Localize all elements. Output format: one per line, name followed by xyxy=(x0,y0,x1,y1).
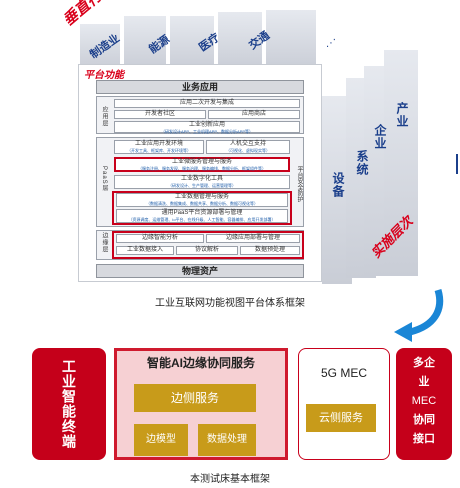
industrial-app-sub: （研发设计APP、工业机理APP、数据分析APP等） xyxy=(160,129,253,134)
cloud-service-box[interactable]: 云侧服务 xyxy=(306,404,376,432)
mec-title: 5G MEC xyxy=(320,366,367,380)
micro-mgmt-title: 工业微服务管理与服务 xyxy=(171,159,232,165)
level-device: 设备 xyxy=(331,172,345,198)
platform-functions-label: 平台功能 xyxy=(84,70,124,81)
edge-service-box[interactable]: 边侧服务 xyxy=(134,384,256,412)
micro-mgmt-sub: （服务注册、服务发现、服务治理、服务编排、数据分析、框架组件等） xyxy=(138,166,266,171)
hci-title: 人机交互支持 xyxy=(229,141,266,147)
dev-community: 开发者社区 xyxy=(114,110,206,119)
collab-title: 智能AI边缘协同服务 xyxy=(146,356,255,370)
multi-enterprise-line-2: 业 xyxy=(418,376,430,388)
micro-mgmt: 工业微服务管理与服务 （服务注册、服务发现、服务治理、服务编排、数据分析、框架组… xyxy=(114,157,290,172)
industrial-app: 工业创新应用 （研发设计APP、工业机理APP、数据分析APP等） xyxy=(114,121,300,134)
app-layer-label: 应用层 xyxy=(101,106,107,127)
multi-enterprise-line-5: 接口 xyxy=(413,433,435,445)
data-tools-sub: （研发设计、生产管理、运营管理等） xyxy=(168,183,236,188)
paas-layer-label: PaaS层 xyxy=(101,166,107,192)
data-processing-box[interactable]: 数据处理 xyxy=(198,424,256,456)
edge-layer-label: 边缘层 xyxy=(101,232,107,253)
protocol: 协议解析 xyxy=(176,246,238,255)
edge-group xyxy=(112,231,304,259)
data-mgmt-sub: （数据清洗、数据集成、数据共享、数据分析、数据可视化等） xyxy=(146,201,258,206)
framework-caption: 工业互联网功能视图平台体系框架 xyxy=(155,298,305,309)
industry-pillar-4 xyxy=(218,12,262,70)
multi-enterprise-block: 多企 业 MEC 协同 接口 xyxy=(396,348,452,460)
data-pre: 数据预处理 xyxy=(240,246,300,255)
edge-model-box[interactable]: 边模型 xyxy=(134,424,188,456)
hci-sub: （可视化、虚拟现实等） xyxy=(226,148,270,153)
data-mgmt-title: 工业数据管理与服务 xyxy=(174,194,229,200)
data-mgmt: 工业数据管理与服务 （数据清洗、数据集成、数据共享、数据分析、数据可视化等） xyxy=(116,193,288,207)
multi-enterprise-line-1: 多企 xyxy=(413,357,435,369)
hci: 人机交互支持 （可视化、虚拟现实等） xyxy=(206,140,290,154)
edge-intel: 边缘智能分析 xyxy=(116,234,204,243)
testbed-caption: 本测试床基本框架 xyxy=(190,474,270,485)
industrial-access: 工业数据接入 xyxy=(116,246,174,255)
industry-pillar-1 xyxy=(80,24,120,70)
security-label: 平台安全防护 xyxy=(296,166,302,202)
ellipsis-dots: ⋰ xyxy=(326,38,336,49)
paas-common-sub: （资源调度、运维管理、io平台、在线升级、人工智能、容器编排、应用开发部署） xyxy=(128,217,276,222)
industry-pillar-2 xyxy=(124,16,166,70)
multi-enterprise-line-3: MEC xyxy=(411,395,437,407)
edge-app: 边缘应用部署与管理 xyxy=(206,234,300,243)
dev-env-title: 工业应用开发环境 xyxy=(134,141,183,147)
level-system: 系统 xyxy=(355,150,369,176)
industry-pillar-5 xyxy=(266,10,316,70)
business-app-header: 业务应用 xyxy=(96,80,304,94)
multi-enterprise-line-4: 协同 xyxy=(413,414,435,426)
app-dev: 应用二次开发与集成 xyxy=(114,99,300,108)
dev-env-sub: （开发工具、框架库、开发环境等） xyxy=(127,148,191,153)
level-enterprise: 企业 xyxy=(373,124,387,150)
physical-assets-header: 物理资产 xyxy=(96,264,304,278)
industry-pillar-3 xyxy=(170,16,214,70)
paas-common-title: 通用PaaS平台资源部署与管理 xyxy=(161,210,243,216)
data-mgmt-group xyxy=(112,191,292,225)
industrial-app-title: 工业创新应用 xyxy=(188,122,225,128)
paas-common: 通用PaaS平台资源部署与管理 （资源调度、运维管理、io平台、在线升级、人工智… xyxy=(116,209,288,223)
dev-env: 工业应用开发环境 （开发工具、框架库、开发环境等） xyxy=(114,140,204,154)
level-industry: 产业 xyxy=(395,102,409,128)
right-marker xyxy=(456,154,458,174)
data-tools: 工业数字化工具 （研发设计、生产管理、运营管理等） xyxy=(114,175,290,189)
app-store: 应用商店 xyxy=(208,110,300,119)
terminal-label: 工业智能终端 xyxy=(61,359,77,449)
level-pillar-industry xyxy=(384,50,418,276)
blue-curved-arrow xyxy=(394,288,444,342)
data-tools-title: 工业数字化工具 xyxy=(180,176,223,182)
terminal-block: 工业智能终端 xyxy=(32,348,106,460)
